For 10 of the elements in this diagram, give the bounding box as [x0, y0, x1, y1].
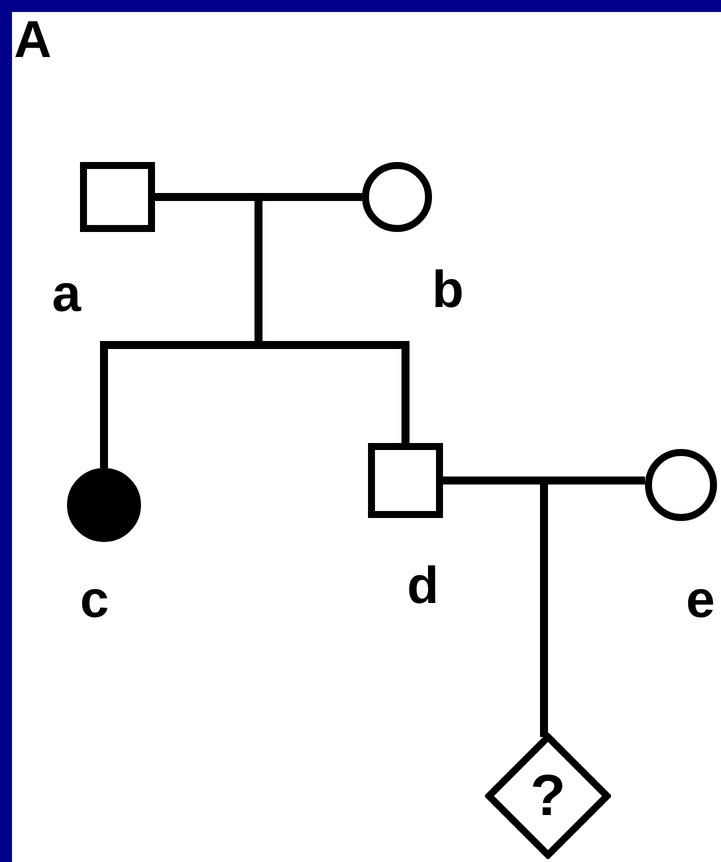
- person-label: c: [80, 574, 109, 626]
- person-label: a: [52, 268, 81, 320]
- unknown-sex-diamond: [485, 733, 611, 859]
- panel-letter: A: [14, 14, 52, 66]
- person-label: b: [432, 264, 464, 316]
- male-square: [80, 162, 155, 232]
- male-square: [368, 443, 443, 518]
- person-label: e: [686, 574, 715, 626]
- person-label: d: [407, 560, 439, 612]
- question-mark: ?: [530, 767, 566, 825]
